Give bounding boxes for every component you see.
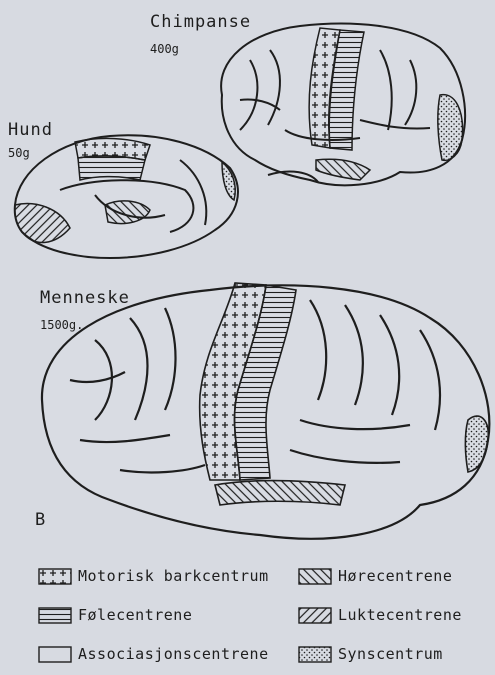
dog-weight: 50g bbox=[8, 146, 30, 160]
legend-label: Følecentrene bbox=[78, 606, 192, 624]
human-weight: 1500g. bbox=[40, 318, 83, 332]
legend-label: Luktecentrene bbox=[338, 606, 462, 624]
legend-item-association: Associasjonscentrene bbox=[38, 645, 288, 665]
panel-letter: B bbox=[35, 510, 46, 530]
legend-label: Synscentrum bbox=[338, 645, 443, 663]
legend-label: Motorisk barkcentrum bbox=[78, 567, 269, 585]
human-title: Menneske bbox=[40, 288, 130, 308]
dots-swatch-icon bbox=[298, 646, 332, 663]
legend-item-motor: Motorisk barkcentrum bbox=[38, 567, 288, 587]
forward-hatch-swatch-icon bbox=[298, 607, 332, 624]
legend-item-vision: Synscentrum bbox=[298, 645, 488, 665]
legend-label: Associasjonscentrene bbox=[78, 645, 269, 663]
legend-label: Hørecentrene bbox=[338, 567, 452, 585]
chimpanzee-title: Chimpanse bbox=[150, 12, 251, 32]
human-brain bbox=[42, 283, 489, 539]
back-hatch-swatch-icon bbox=[298, 568, 332, 585]
legend-item-smell: Luktecentrene bbox=[298, 606, 488, 626]
horizontal-lines-swatch-icon bbox=[38, 607, 72, 624]
dog-brain bbox=[15, 135, 238, 258]
legend-item-sensory: Følecentrene bbox=[38, 606, 288, 626]
chimpanzee-weight: 400g bbox=[150, 42, 179, 56]
crosses-swatch-icon bbox=[38, 568, 72, 585]
chimpanzee-brain bbox=[221, 24, 465, 186]
blank-swatch-icon bbox=[38, 646, 72, 663]
dog-title: Hund bbox=[8, 120, 53, 140]
legend-item-hearing: Hørecentrene bbox=[298, 567, 488, 587]
